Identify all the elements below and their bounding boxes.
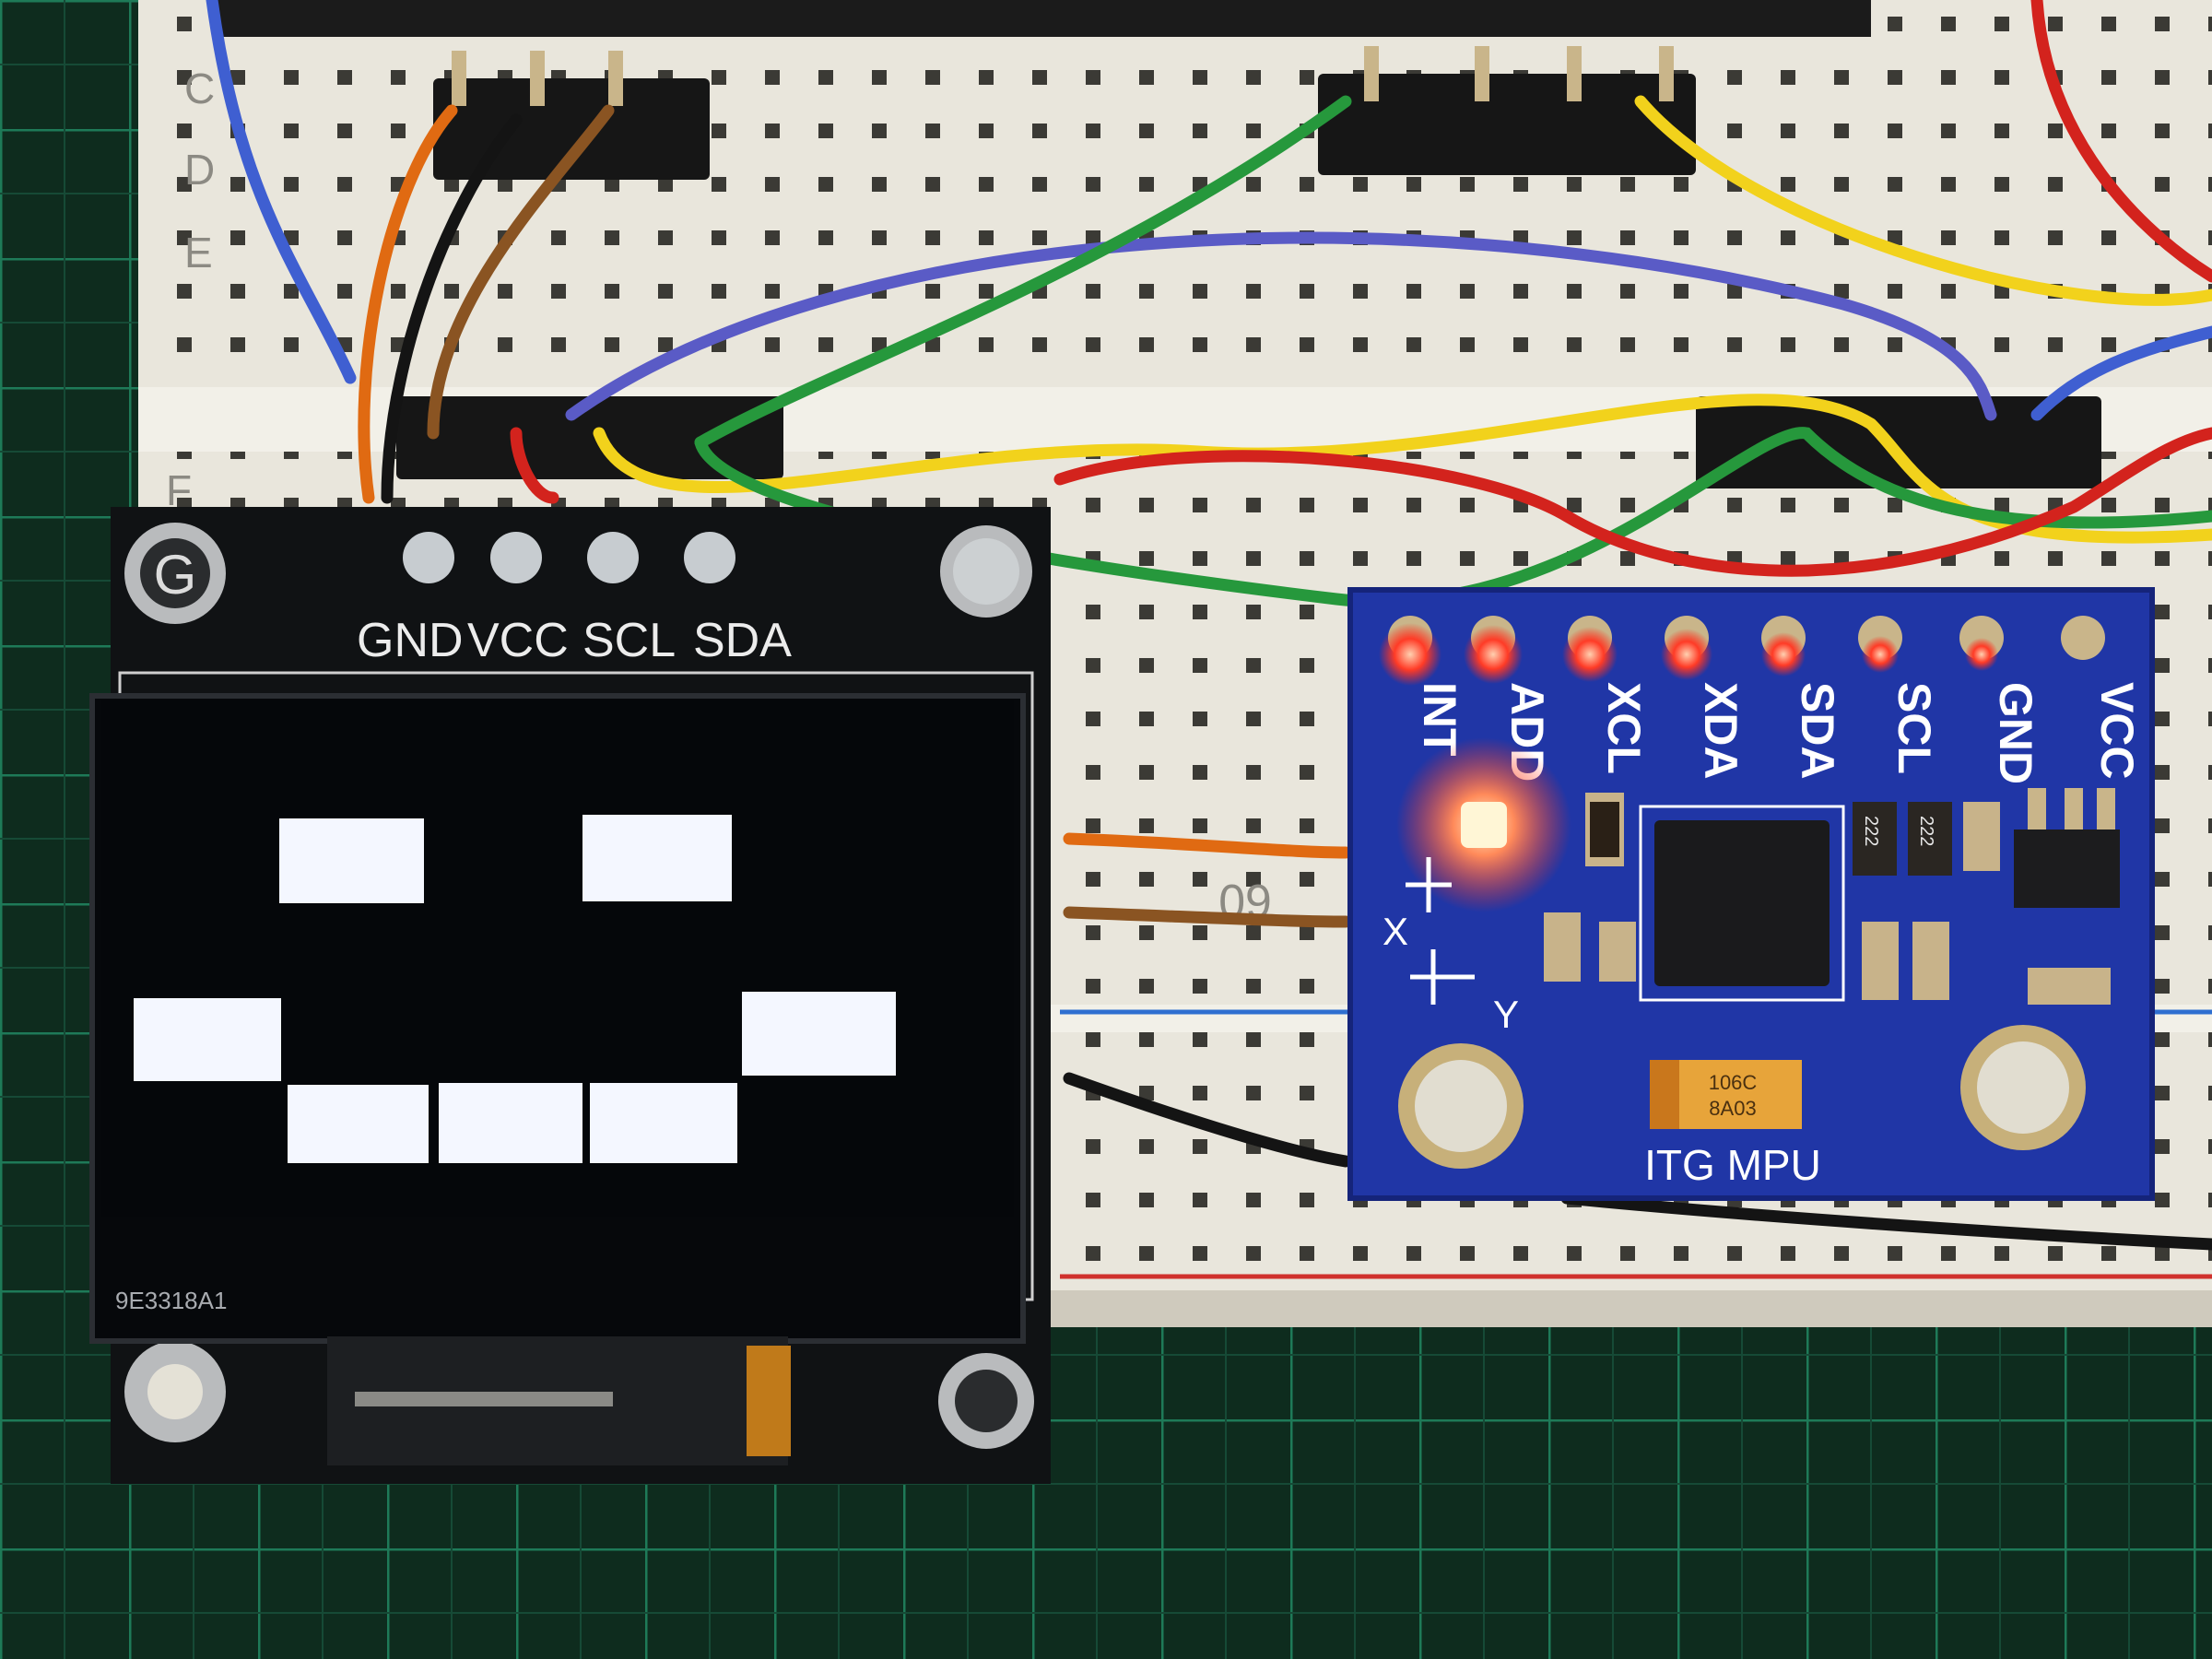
wire-blue-left [206,0,357,384]
mpu-pin-label-scl: SCL [1888,682,1940,774]
capacitor-code-line-1: 106C [1709,1071,1758,1094]
oled-module: G GND VCC SCL SDA 9E3318A1 [89,507,1051,1484]
top-header-strip [212,0,1871,37]
mpu-module: INT ADD XCL XDA SDA SCL GND VCC X Y [1347,587,2155,1201]
header-pins-mid-right [1696,396,2101,488]
mpu-board-name: ITG MPU [1644,1141,1821,1189]
wire-orange-bottom [1063,832,1352,859]
mpu-pin-glow [1379,623,1998,686]
axis-marker [1406,857,1475,1005]
wire-red-short [510,427,559,504]
resistor-code-2: 222 [1916,816,1936,846]
row-letter-c: C [184,65,215,112]
oled-pin-label-vcc: VCC [467,614,569,667]
axis-label-x: X [1382,910,1408,953]
pixel-eye-right [582,815,732,901]
oled-pin-label-gnd: GND [357,614,464,667]
oled-header-pads [403,532,735,583]
oled-pin-label-sda: SDA [693,614,792,667]
pixel-mouth-segment-1 [288,1085,429,1163]
voltage-regulator [2014,830,2120,908]
wire-red-top-right [2030,0,2212,283]
wire-orange [358,104,458,504]
header-pins-right [1318,46,1696,175]
wire-purple [565,231,1997,421]
header-pins-left [433,51,710,180]
wire-green-top [694,95,1352,449]
oled-pin-label-scl: SCL [582,614,676,667]
mpu-pin-label-gnd: GND [1990,682,2041,784]
wire-black [381,113,523,504]
pixel-mouth-segment-3 [590,1083,737,1163]
wire-brown [427,104,615,440]
row-letter-d: D [184,146,215,194]
wire-yellow-mid [593,394,2212,544]
oled-part-code: 9E3318A1 [115,1287,227,1314]
resistor-code-1: 222 [1861,816,1881,846]
capacitor-code-line-2: 8A03 [1709,1097,1756,1120]
power-led [1461,802,1507,848]
pixel-mouth-right-corner [742,992,896,1076]
axis-label-y: Y [1493,993,1519,1036]
pixel-eye-left [279,818,424,903]
wire-brown-bottom [1063,906,1352,928]
pixel-mouth-segment-2 [439,1083,582,1163]
mpu-pin-label-xcl: XCL [1598,682,1650,774]
mpu-pin-label-vcc: VCC [2091,682,2143,780]
oled-face-pixels [134,815,896,1163]
pixel-mouth-left-corner [134,998,281,1081]
wire-blue-right [2030,325,2212,421]
row-letter-f: F [166,466,192,514]
mpu-pin-label-xda: XDA [1695,682,1747,780]
wire-black-lower-right [1560,1192,2212,1251]
oled-corner-mark: G [154,544,197,606]
smd-components: 222 222 [1544,788,2120,1005]
wire-red-mid [1053,427,2212,577]
wire-yellow-top [1634,95,2212,306]
mpu-chip [1654,820,1830,986]
jumper-wires [206,0,2212,1251]
header-pins-mid-left [396,396,783,479]
mpu-pin-label-sda: SDA [1792,682,1843,780]
wire-black-bottom [1063,1072,1352,1168]
row-letter-e: E [184,229,213,276]
